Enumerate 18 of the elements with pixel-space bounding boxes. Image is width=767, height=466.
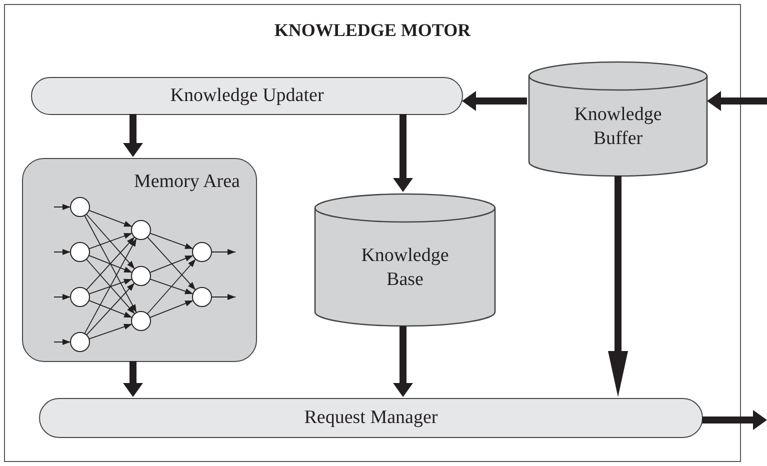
process-pill (31, 77, 463, 115)
node-label: Memory Area (134, 171, 240, 193)
node-label: Request Manager (304, 407, 438, 429)
node-label: Knowledge Base (360, 244, 450, 292)
memory-area-box (22, 158, 257, 362)
arrow (123, 361, 143, 397)
arrow (123, 114, 143, 157)
arrow (462, 91, 527, 111)
arrow (608, 176, 628, 397)
arrow (393, 326, 413, 397)
arrow (393, 114, 413, 192)
arrow (702, 410, 767, 430)
process-pill (39, 398, 703, 438)
node-label: Knowledge Updater (170, 85, 324, 107)
arrow (707, 91, 767, 111)
frame-heading: KNOWLEDGE MOTOR (274, 19, 471, 41)
frame-box (4, 4, 741, 462)
node-label: Knowledge Buffer (573, 103, 663, 151)
